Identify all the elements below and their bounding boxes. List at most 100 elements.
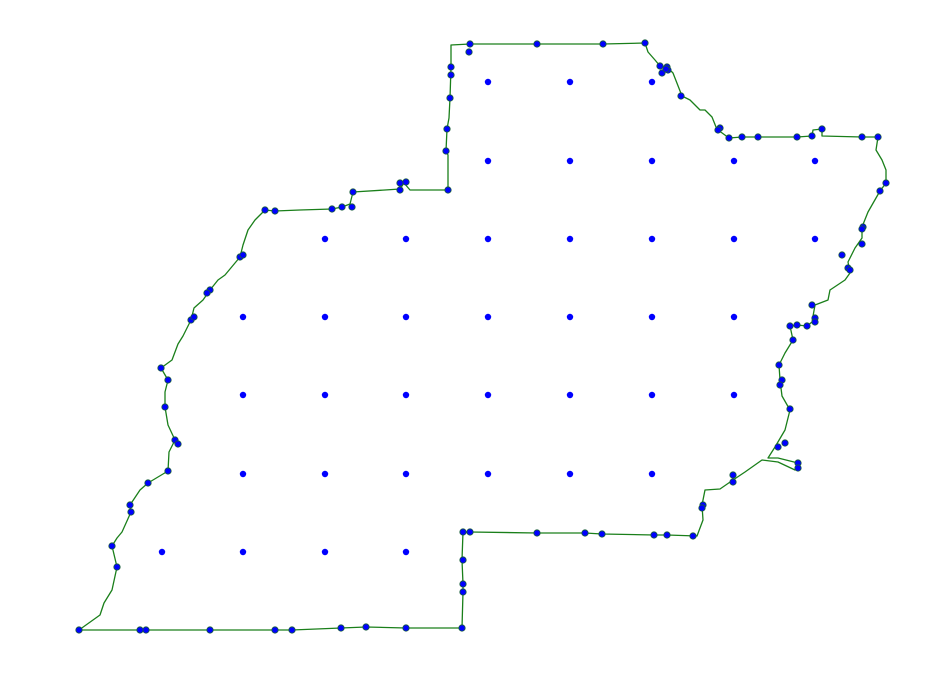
boundary-point [164,376,172,384]
boundary-point [402,624,410,632]
boundary-point [754,133,762,141]
boundary-point [348,203,356,211]
boundary-point [338,203,346,211]
boundary-point [444,186,452,194]
boundary-point [127,508,135,516]
boundary-point [239,251,247,259]
boundary-point [459,528,467,536]
grid-point [239,470,247,478]
grid-point [811,157,819,165]
boundary-point [157,364,165,372]
grid-point [158,548,166,556]
boundary-point [663,531,671,539]
boundary-point [641,39,649,47]
boundary-point [662,65,670,73]
grid-point [321,548,329,556]
boundary-point [698,504,706,512]
boundary-point [203,289,211,297]
grid-point [402,235,410,243]
grid-point [484,391,492,399]
boundary-point [533,40,541,48]
boundary-point [349,188,357,196]
boundary-point [794,464,802,472]
grid-point [811,235,819,243]
boundary-point [858,225,866,233]
boundary-point [775,361,783,369]
boundary-point [446,94,454,102]
grid-point [648,391,656,399]
boundary-point [714,126,722,134]
boundary-point [729,478,737,486]
grid-point [566,157,574,165]
boundary-point [786,322,794,330]
boundary-point [811,318,819,326]
boundary-point [459,580,467,588]
boundary-point [261,206,269,214]
boundary-point [838,251,846,259]
grid-point [730,391,738,399]
boundary-point [396,186,404,194]
grid-point [648,78,656,86]
boundary-point [882,179,890,187]
grid-points-layer [158,78,819,556]
boundary-point [808,301,816,309]
boundary-point [459,588,467,596]
boundary-point [402,178,410,186]
boundary-point [858,133,866,141]
boundary-point [776,381,784,389]
boundary-point [846,266,854,274]
boundary-points-layer [75,39,890,634]
grid-point [648,157,656,165]
boundary-point [598,530,606,538]
boundary-layer [78,42,887,631]
boundary-point [113,563,121,571]
boundary-point [793,321,801,329]
boundary-point [677,92,685,100]
boundary-point [729,471,737,479]
boundary-point [126,501,134,509]
boundary-point [793,133,801,141]
boundary-point [650,531,658,539]
boundary-point [396,179,404,187]
region-boundary-line [78,42,887,631]
boundary-point [876,187,884,195]
boundary-point [362,623,370,631]
boundary-point [581,529,589,537]
boundary-point [174,440,182,448]
boundary-point [458,624,466,632]
boundary-point [725,134,733,142]
grid-point [566,470,574,478]
boundary-point [803,322,811,330]
boundary-point [164,467,172,475]
grid-point [730,157,738,165]
grid-point [402,313,410,321]
boundary-point [144,479,152,487]
boundary-point [689,532,697,540]
grid-point [566,313,574,321]
boundary-point [447,63,455,71]
boundary-point [599,40,607,48]
boundary-point [271,207,279,215]
grid-point [321,470,329,478]
boundary-point [108,542,116,550]
boundary-point [789,336,797,344]
grid-point [484,235,492,243]
grid-point [730,235,738,243]
grid-point [239,548,247,556]
grid-point [648,235,656,243]
boundary-point [161,403,169,411]
grid-point [321,235,329,243]
grid-point [484,470,492,478]
boundary-point [858,240,866,248]
grid-point [648,313,656,321]
grid-point [239,391,247,399]
boundary-point [442,147,450,155]
boundary-point [337,624,345,632]
boundary-point [786,405,794,413]
grid-point [321,391,329,399]
boundary-point [75,626,83,634]
boundary-point [443,125,451,133]
grid-point [402,470,410,478]
boundary-point [656,62,664,70]
